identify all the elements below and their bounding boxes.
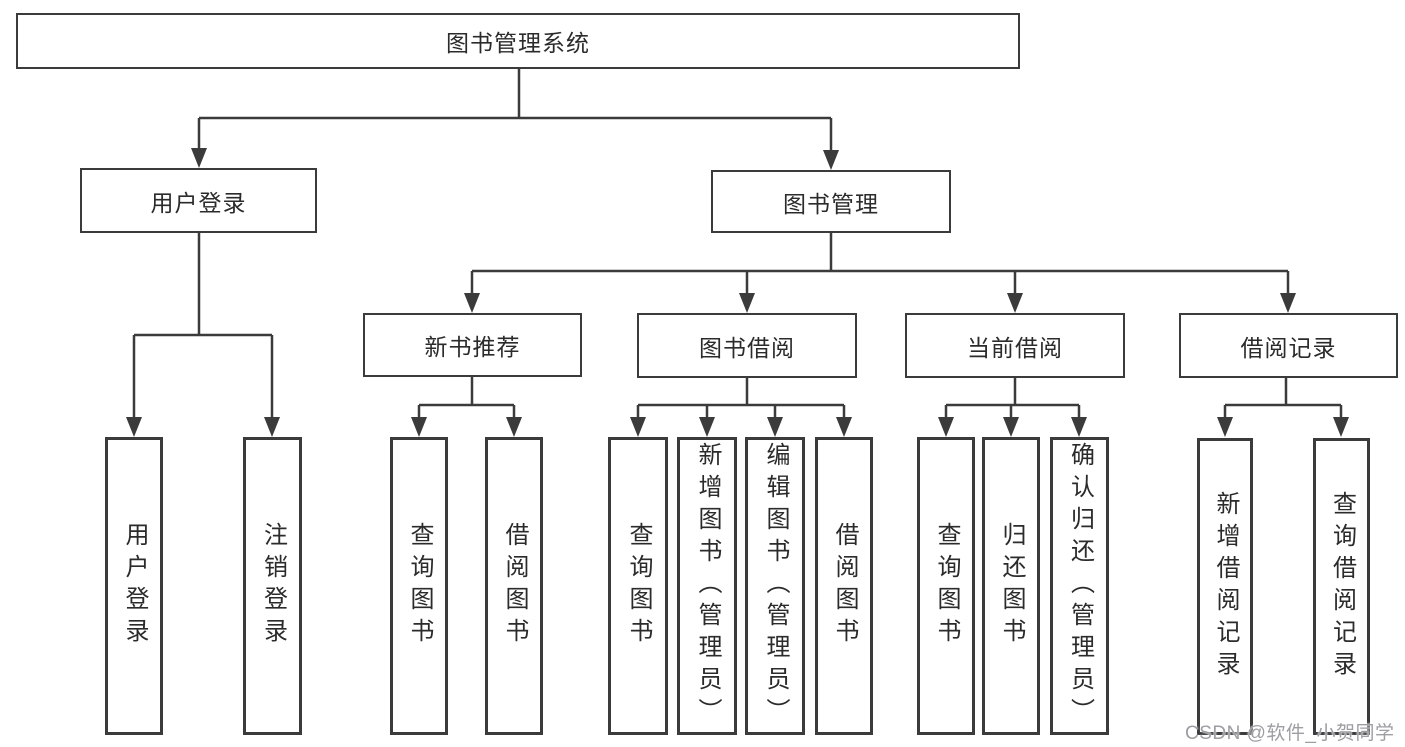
leaf-query-books-current-label: 查询图书 xyxy=(933,522,960,650)
leaf-confirm-return-admin-label: 确认归还（管理员） xyxy=(1066,442,1094,730)
leaf-return-book-label: 归还图书 xyxy=(998,522,1025,650)
leaf-add-borrow-record: 新增借阅记录 xyxy=(1197,438,1253,735)
leaf-user-login: 用户登录 xyxy=(105,437,163,735)
node-book-management: 图书管理 xyxy=(711,170,951,233)
leaf-query-books-recommend: 查询图书 xyxy=(390,437,448,735)
leaf-edit-book-admin: 编辑图书（管理员） xyxy=(745,437,805,735)
arrowhead-icons xyxy=(126,148,1349,437)
connector-stems xyxy=(132,69,1343,419)
node-book-borrow-label: 图书借阅 xyxy=(699,334,795,361)
leaf-user-login-label: 用户登录 xyxy=(121,522,148,650)
node-borrow-records-label: 借阅记录 xyxy=(1240,334,1337,361)
leaf-add-book-admin-label: 新增图书（管理员） xyxy=(694,442,721,730)
csdn-watermark: CSDN @软件_小贺同学 xyxy=(1185,723,1395,744)
node-root-system: 图书管理系统 xyxy=(16,13,1020,69)
leaf-borrow-books-recommend: 借阅图书 xyxy=(485,437,543,735)
leaf-logout-label: 注销登录 xyxy=(259,522,287,650)
node-new-book-recommend: 新书推荐 xyxy=(363,313,582,377)
node-borrow-records: 借阅记录 xyxy=(1179,313,1398,378)
node-book-borrow: 图书借阅 xyxy=(637,313,857,378)
node-current-borrow-label: 当前借阅 xyxy=(967,334,1063,361)
leaf-query-books-borrow: 查询图书 xyxy=(608,437,668,735)
node-new-book-recommend-label: 新书推荐 xyxy=(424,334,521,360)
leaf-add-borrow-record-label: 新增借阅记录 xyxy=(1212,490,1239,683)
leaf-edit-book-admin-label: 编辑图书（管理员） xyxy=(762,442,789,730)
node-book-management-label: 图书管理 xyxy=(783,190,879,217)
leaf-query-books-borrow-label: 查询图书 xyxy=(625,522,652,650)
leaf-query-borrow-record-label: 查询借阅记录 xyxy=(1328,490,1356,683)
leaf-confirm-return-admin: 确认归还（管理员） xyxy=(1050,437,1109,735)
leaf-borrow-books-recommend-label: 借阅图书 xyxy=(501,522,528,650)
leaf-logout: 注销登录 xyxy=(243,437,302,735)
leaf-return-book: 归还图书 xyxy=(982,437,1040,735)
leaf-query-books-current: 查询图书 xyxy=(917,437,975,735)
leaf-borrow-books-borrow: 借阅图书 xyxy=(815,437,873,735)
node-current-borrow: 当前借阅 xyxy=(905,313,1125,378)
leaf-borrow-books-borrow-label: 借阅图书 xyxy=(831,522,858,650)
leaf-query-borrow-record: 查询借阅记录 xyxy=(1313,438,1370,735)
leaf-query-books-recommend-label: 查询图书 xyxy=(406,522,433,650)
leaf-add-book-admin: 新增图书（管理员） xyxy=(677,437,737,735)
node-root-label: 图书管理系统 xyxy=(446,30,590,56)
node-user-login-label: 用户登录 xyxy=(150,189,247,216)
node-user-login: 用户登录 xyxy=(80,168,317,233)
